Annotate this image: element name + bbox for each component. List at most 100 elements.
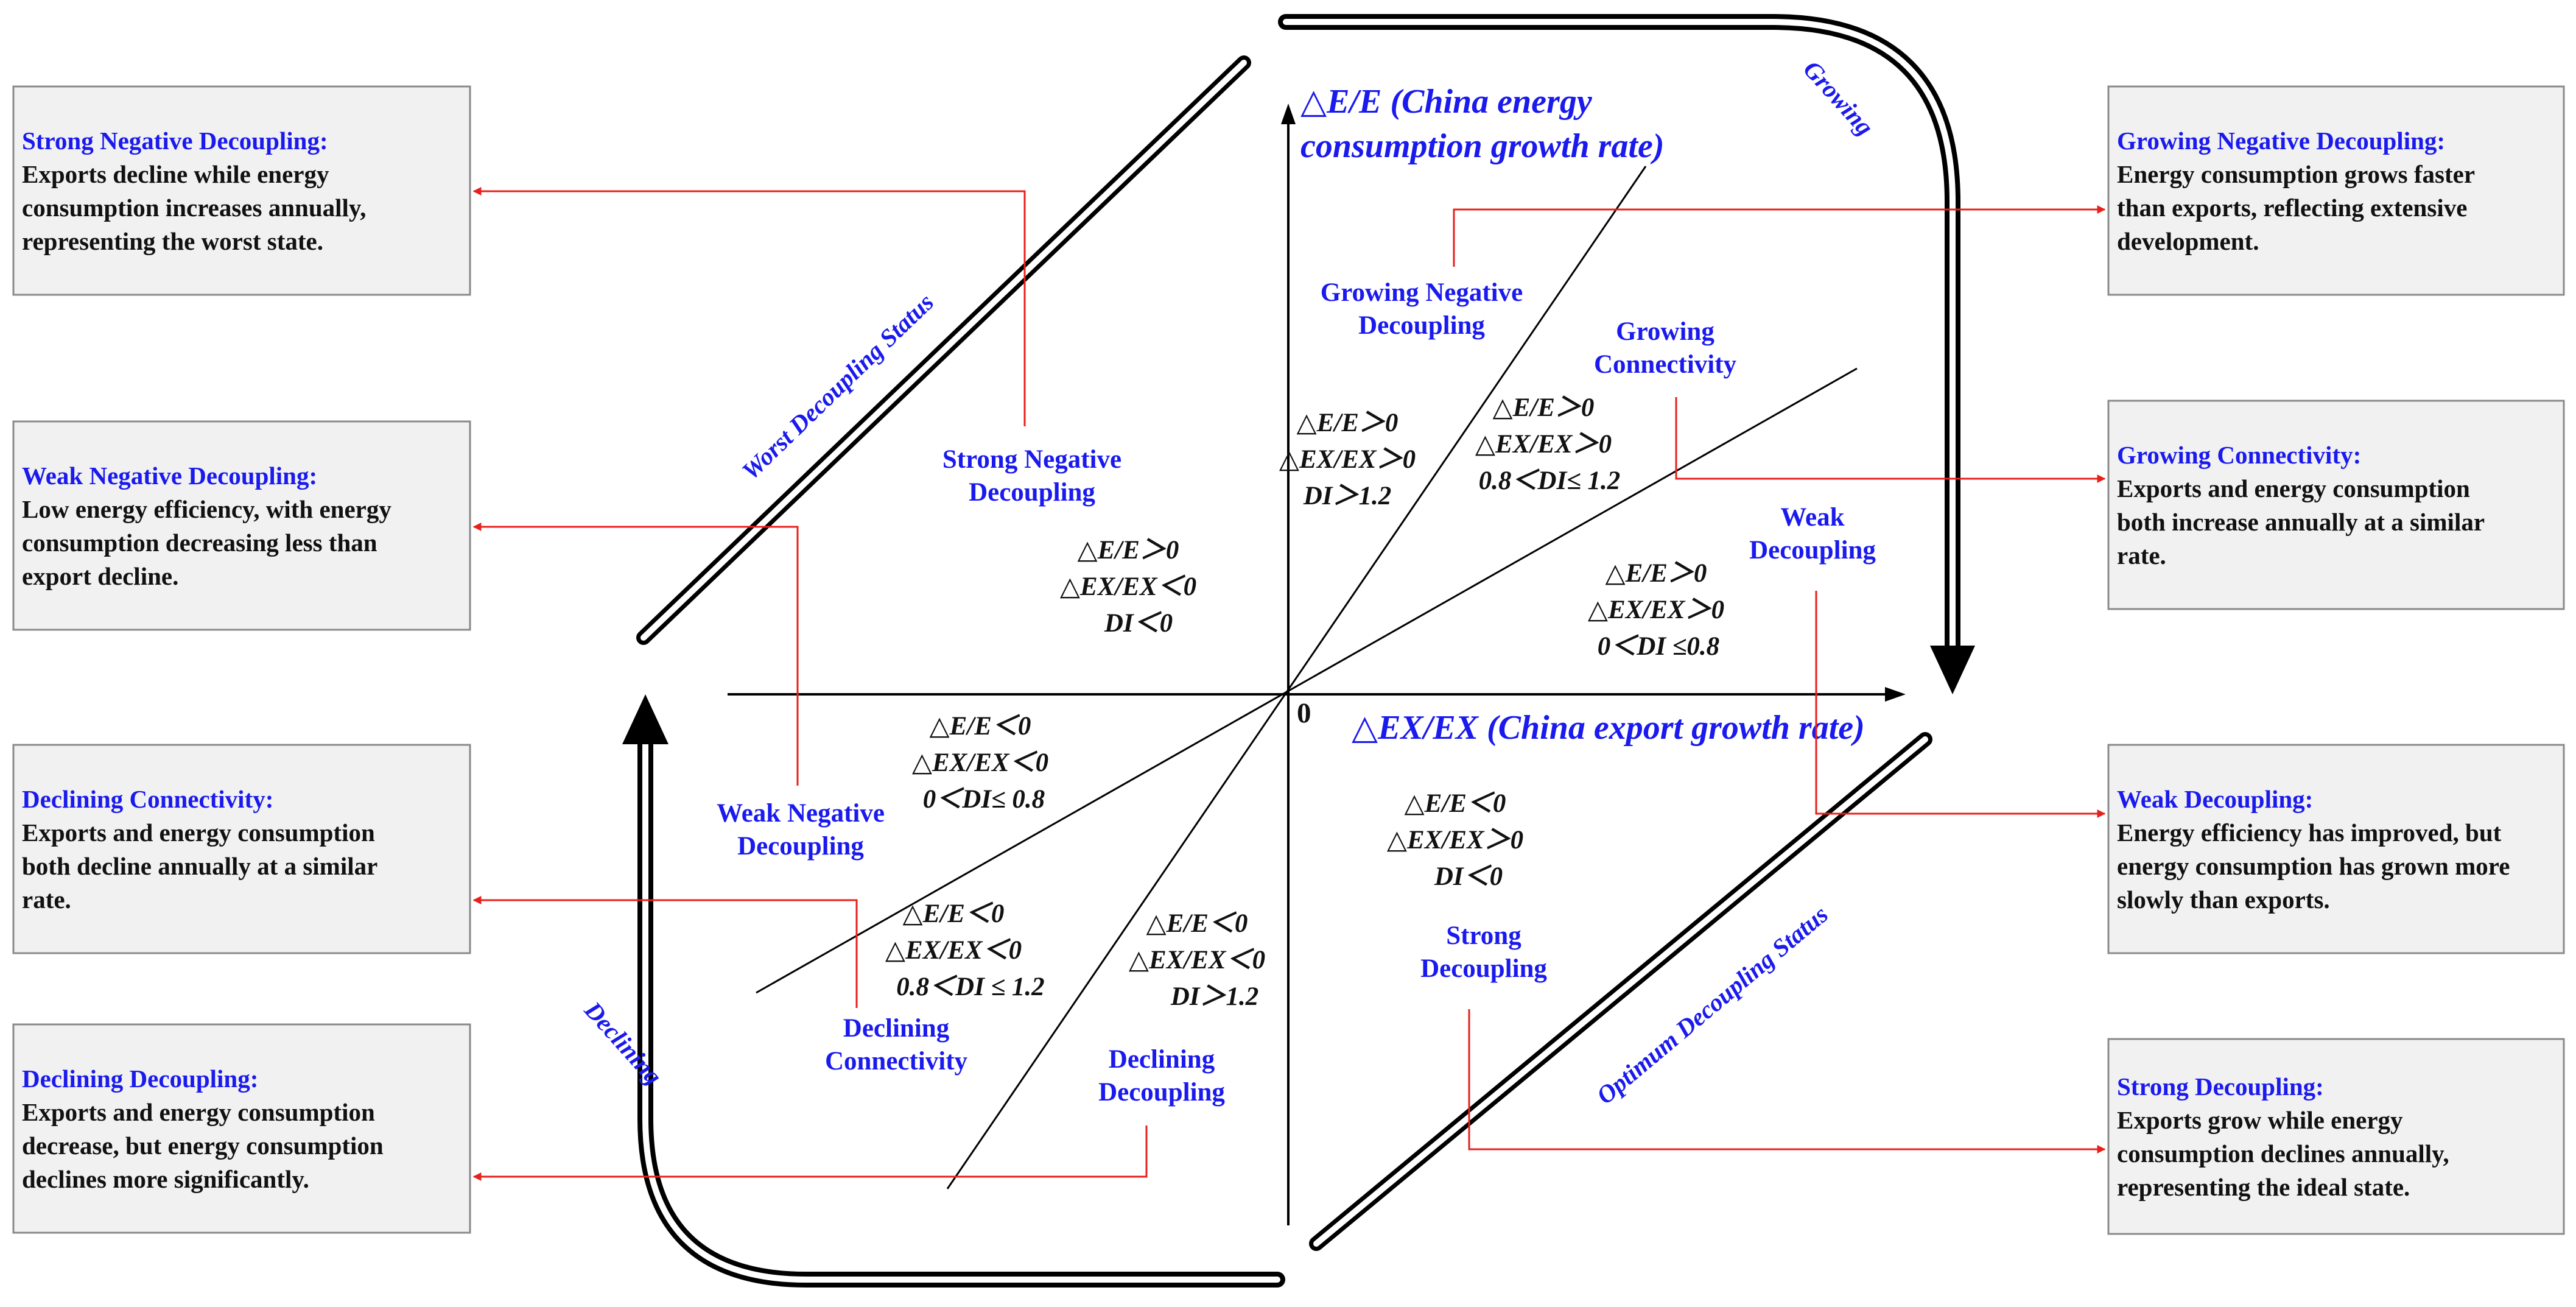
box-growing-negative-decoupling: Growing Negative Decoupling: Energy cons…: [2107, 85, 2565, 296]
box-title: Declining Connectivity:: [22, 785, 273, 813]
box-line: declines more significantly.: [22, 1165, 309, 1193]
optimum-status-label: Optimum Decoupling Status: [1591, 900, 1833, 1110]
condition-line: DI＜0: [1434, 862, 1503, 891]
conditions-strong-decoupling: △E/E＜0 △EX/EX＞0 DI＜0: [1387, 789, 1523, 891]
box-line: than exports, reflecting extensive: [2117, 194, 2467, 222]
box-line: energy consumption has grown more: [2117, 852, 2510, 880]
condition-line: △E/E＜0: [1405, 789, 1506, 818]
condition-line: △E/E＜0: [903, 900, 1005, 928]
box-line: Energy efficiency has improved, but: [2117, 819, 2502, 847]
box-line: both increase annually at a similar: [2117, 508, 2485, 536]
condition-line: △EX/EX＜0: [1129, 946, 1265, 974]
growing-curved-arrow: [1278, 14, 1975, 694]
box-strong-decoupling: Strong Decoupling: Exports grow while en…: [2107, 1038, 2565, 1235]
region-label: Decoupling: [969, 478, 1095, 507]
y-axis-title-line1: △E/E (China energy: [1300, 83, 1593, 121]
box-title: Strong Decoupling:: [2117, 1073, 2324, 1101]
box-declining-decoupling: Declining Decoupling: Exports and energy…: [12, 1023, 471, 1234]
condition-line: △E/E＞0: [1493, 393, 1595, 422]
connector-strong-decoupling: [1468, 1009, 2106, 1154]
condition-line: 0＜DI≤ 0.8: [923, 785, 1045, 814]
condition-line: △EX/EX＜0: [912, 749, 1048, 777]
connector-weak-decoupling: [1815, 591, 2106, 818]
region-label: Declining: [843, 1014, 950, 1043]
region-label: Weak: [1780, 503, 1844, 532]
box-weak-decoupling: Weak Decoupling: Energy efficiency has i…: [2107, 744, 2565, 954]
connector-growing-negative: [1453, 205, 2106, 267]
condition-line: △E/E＞0: [1297, 409, 1399, 437]
condition-line: △E/E＞0: [1606, 559, 1707, 588]
origin-label: 0: [1297, 697, 1311, 729]
region-label: Connectivity: [1594, 350, 1737, 379]
conditions-growing-connectivity: △E/E＞0 △EX/EX＞0 0.8＜DI≤ 1.2: [1475, 393, 1620, 495]
region-label: Strong: [1446, 921, 1521, 950]
region-label: Decoupling: [1749, 536, 1876, 565]
box-line: Low energy efficiency, with energy: [22, 495, 391, 523]
box-line: Energy consumption grows faster: [2117, 160, 2475, 188]
condition-line: △EX/EX＞0: [1588, 596, 1724, 624]
condition-line: 0.8＜DI≤ 1.2: [1479, 467, 1621, 495]
condition-line: △E/E＜0: [930, 712, 1031, 741]
region-label: Growing: [1616, 317, 1714, 346]
box-line: representing the ideal state.: [2117, 1173, 2410, 1201]
condition-line: DI＜0: [1104, 609, 1173, 638]
condition-line: DI＞1.2: [1170, 982, 1259, 1011]
box-line: consumption increases annually,: [22, 194, 366, 222]
growing-label: Growing: [1798, 55, 1879, 141]
box-title: Growing Negative Decoupling:: [2117, 127, 2445, 155]
box-line: decrease, but energy consumption: [22, 1132, 384, 1160]
box-title: Strong Negative Decoupling:: [22, 127, 328, 155]
box-line: consumption declines annually,: [2117, 1140, 2449, 1168]
region-label: Decoupling: [1420, 954, 1547, 983]
conditions-growing-negative: △E/E＞0 △EX/EX＞0 DI＞1.2: [1279, 409, 1416, 510]
condition-line: DI＞1.2: [1303, 482, 1392, 510]
optimum-status-bar: [1309, 732, 1932, 1251]
worst-status-bar: [636, 55, 1251, 645]
box-line: rate.: [22, 886, 71, 914]
box-line: Exports decline while energy: [22, 160, 329, 188]
declining-label: Declining: [579, 995, 668, 1090]
conditions-weak-decoupling: △E/E＞0 △EX/EX＞0 0＜DI ≤0.8: [1588, 559, 1724, 661]
region-label: Decoupling: [737, 832, 864, 861]
region-label: Growing Negative: [1321, 278, 1523, 307]
region-declining-decoupling: Declining Decoupling: [1098, 1045, 1225, 1107]
box-line: consumption decreasing less than: [22, 529, 377, 557]
condition-line: 0＜DI ≤0.8: [1598, 632, 1719, 661]
box-title: Weak Decoupling:: [2117, 785, 2313, 813]
box-line: Exports and energy consumption: [22, 1098, 375, 1126]
box-line: rate.: [2117, 541, 2166, 569]
condition-line: △EX/EX＞0: [1475, 430, 1612, 459]
box-line: representing the worst state.: [22, 227, 323, 255]
region-label: Weak Negative: [717, 799, 885, 828]
region-label: Decoupling: [1098, 1078, 1225, 1107]
condition-line: △EX/EX＜0: [885, 936, 1022, 965]
y-axis: [1281, 104, 1296, 1225]
region-declining-connectivity: Declining Connectivity: [825, 1014, 968, 1076]
condition-line: 0.8＜DI ≤ 1.2: [896, 973, 1044, 1001]
region-label: Declining: [1109, 1045, 1215, 1074]
box-line: Exports and energy consumption: [22, 819, 375, 847]
region-weak-decoupling: Weak Decoupling: [1749, 503, 1876, 565]
conditions-weak-negative: △E/E＜0 △EX/EX＜0 0＜DI≤ 0.8: [912, 712, 1048, 814]
y-axis-title-line2: consumption growth rate): [1300, 127, 1664, 165]
x-axis-title: △EX/EX (China export growth rate): [1352, 709, 1865, 747]
box-weak-negative-decoupling: Weak Negative Decoupling: Low energy eff…: [12, 420, 471, 631]
box-title: Growing Connectivity:: [2117, 441, 2361, 469]
connector-strong-negative: [472, 187, 1026, 426]
box-growing-connectivity: Growing Connectivity: Exports and energy…: [2107, 400, 2565, 610]
connector-declining-connectivity: [472, 896, 858, 1008]
connector-declining-decoupling: [472, 1126, 1148, 1181]
boundary-line-shallow: [756, 367, 1858, 994]
box-line: Exports grow while energy: [2117, 1106, 2403, 1134]
region-weak-negative-decoupling: Weak Negative Decoupling: [717, 799, 885, 861]
box-declining-connectivity: Declining Connectivity: Exports and ener…: [12, 744, 471, 954]
box-line: export decline.: [22, 562, 178, 590]
conditions-declining-connectivity: △E/E＜0 △EX/EX＜0 0.8＜DI ≤ 1.2: [885, 900, 1045, 1001]
declining-curved-arrow: [622, 694, 1285, 1288]
condition-line: △EX/EX＜0: [1060, 572, 1196, 601]
connector-growing-connectivity: [1675, 397, 2106, 483]
conditions-declining-decoupling: △E/E＜0 △EX/EX＜0 DI＞1.2: [1129, 909, 1265, 1011]
box-line: Exports and energy consumption: [2117, 474, 2470, 502]
box-strong-negative-decoupling: Strong Negative Decoupling: Exports decl…: [12, 85, 471, 296]
